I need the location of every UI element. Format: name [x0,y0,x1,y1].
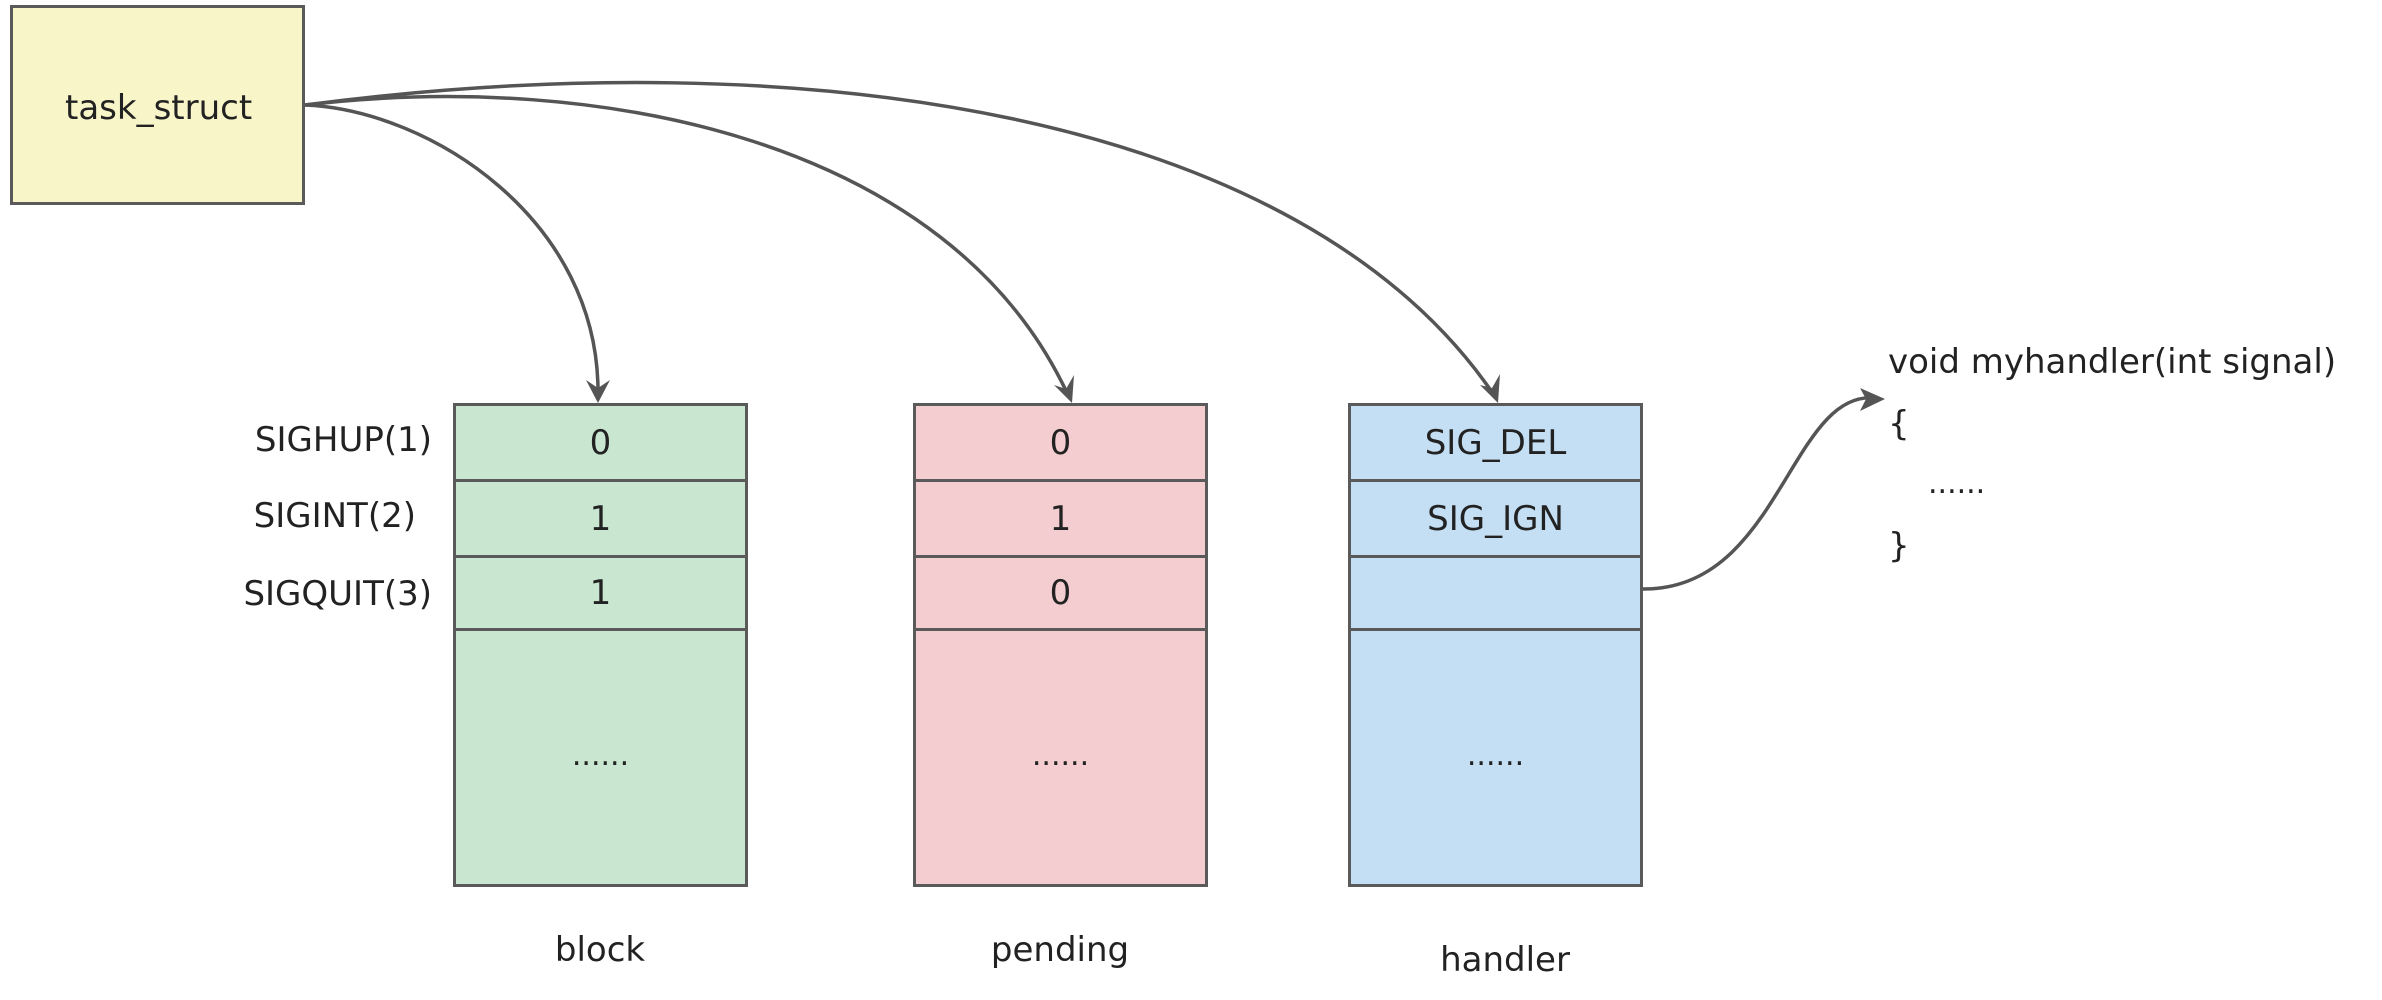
pending-cell-sigint: 1 [916,482,1205,558]
handler-close-brace: } [1888,526,1910,566]
arrow-task-to-pending [304,94,1070,396]
arrowhead-function [1860,388,1885,411]
row-label-sighup: SIGHUP(1) [254,420,432,460]
handler-cell-sigquit [1351,558,1640,631]
pending-cell-more: ...... [1031,738,1090,773]
handler-caption: handler [1440,940,1570,980]
arrow-handler-to-function [1642,396,1876,591]
handler-cell-sighup: SIG_DEL [1351,406,1640,482]
block-cell-more: ...... [571,738,630,773]
handler-array: SIG_DEL SIG_IGN ...... [1348,403,1643,887]
pending-array: 0 1 0 ...... [913,403,1208,887]
handler-open-brace: { [1888,404,1910,444]
arrowhead-pending [1054,375,1074,403]
row-label-sigint: SIGINT(2) [253,496,416,536]
task-struct-label: task_struct [65,88,253,128]
pending-cell-sighup: 0 [916,406,1205,482]
arrowhead-block [586,380,610,403]
pending-cell-sigquit: 0 [916,558,1205,631]
block-cell-sighup: 0 [456,406,745,482]
block-array: 0 1 1 ...... [453,403,748,887]
block-caption: block [554,930,646,970]
task-struct-box: task_struct [10,5,305,205]
arrow-task-to-block [304,103,600,396]
row-label-sigquit: SIGQUIT(3) [243,574,432,614]
pending-caption: pending [990,930,1130,970]
handler-cell-more: ...... [1466,738,1525,773]
arrow-task-to-handler [304,80,1496,396]
handler-body: ...... [1928,466,1986,501]
handler-cell-sigint: SIG_IGN [1351,482,1640,558]
block-cell-sigquit: 1 [456,558,745,631]
handler-signature: void myhandler(int signal) [1888,342,2337,382]
block-cell-sigint: 1 [456,482,745,558]
arrowhead-handler [1480,374,1500,403]
